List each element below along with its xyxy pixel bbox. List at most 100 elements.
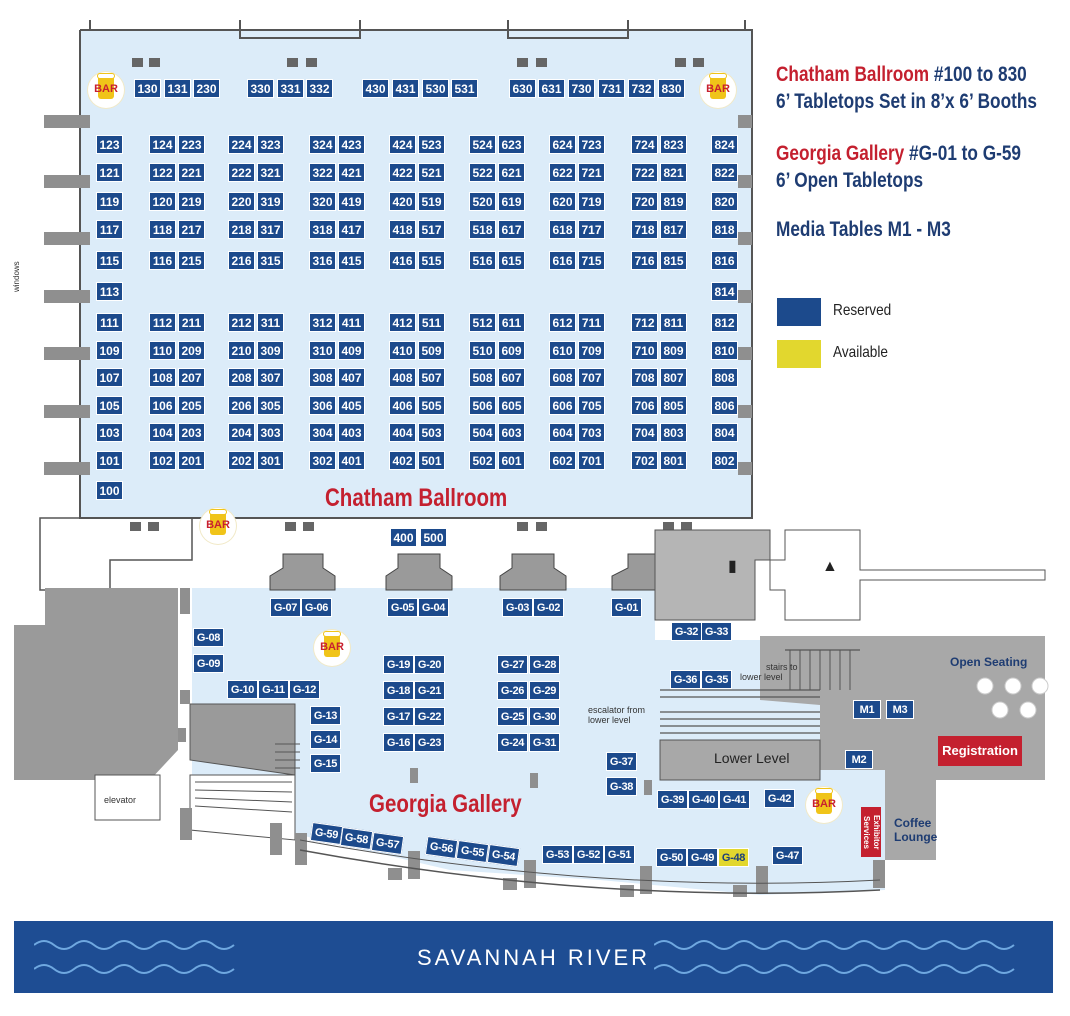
booth-324[interactable]: 324: [309, 135, 336, 154]
booth-707[interactable]: 707: [578, 368, 605, 387]
booth-620[interactable]: 620: [549, 192, 576, 211]
booth-809[interactable]: 809: [660, 341, 687, 360]
booth-819[interactable]: 819: [660, 192, 687, 211]
booth-222[interactable]: 222: [228, 163, 255, 182]
booth-609[interactable]: 609: [498, 341, 525, 360]
booth-113[interactable]: 113: [96, 282, 123, 301]
booth-g-47[interactable]: G-47: [772, 846, 803, 865]
booth-820[interactable]: 820: [711, 192, 738, 211]
booth-g-48[interactable]: G-48: [718, 848, 749, 867]
booth-g-17[interactable]: G-17: [383, 707, 414, 726]
booth-g-24[interactable]: G-24: [497, 733, 528, 752]
booth-g-07[interactable]: G-07: [270, 598, 301, 617]
booth-g-09[interactable]: G-09: [193, 654, 224, 673]
booth-100[interactable]: 100: [96, 481, 123, 500]
booth-400[interactable]: 400: [390, 528, 417, 547]
booth-716[interactable]: 716: [631, 251, 658, 270]
booth-223[interactable]: 223: [178, 135, 205, 154]
booth-g-14[interactable]: G-14: [310, 730, 341, 749]
booth-506[interactable]: 506: [469, 396, 496, 415]
booth-706[interactable]: 706: [631, 396, 658, 415]
booth-812[interactable]: 812: [711, 313, 738, 332]
booth-124[interactable]: 124: [149, 135, 176, 154]
booth-709[interactable]: 709: [578, 341, 605, 360]
booth-g-03[interactable]: G-03: [502, 598, 533, 617]
booth-204[interactable]: 204: [228, 423, 255, 442]
booth-803[interactable]: 803: [660, 423, 687, 442]
booth-g-04[interactable]: G-04: [418, 598, 449, 617]
booth-108[interactable]: 108: [149, 368, 176, 387]
booth-g-33[interactable]: G-33: [701, 622, 732, 641]
booth-105[interactable]: 105: [96, 396, 123, 415]
booth-510[interactable]: 510: [469, 341, 496, 360]
booth-122[interactable]: 122: [149, 163, 176, 182]
booth-g-26[interactable]: G-26: [497, 681, 528, 700]
booth-521[interactable]: 521: [418, 163, 445, 182]
booth-g-20[interactable]: G-20: [414, 655, 445, 674]
booth-220[interactable]: 220: [228, 192, 255, 211]
booth-g-52[interactable]: G-52: [573, 845, 604, 864]
booth-818[interactable]: 818: [711, 220, 738, 239]
booth-601[interactable]: 601: [498, 451, 525, 470]
booth-304[interactable]: 304: [309, 423, 336, 442]
booth-g-30[interactable]: G-30: [529, 707, 560, 726]
booth-208[interactable]: 208: [228, 368, 255, 387]
booth-715[interactable]: 715: [578, 251, 605, 270]
booth-724[interactable]: 724: [631, 135, 658, 154]
booth-g-50[interactable]: G-50: [656, 848, 687, 867]
booth-g-38[interactable]: G-38: [606, 777, 637, 796]
booth-415[interactable]: 415: [338, 251, 365, 270]
booth-215[interactable]: 215: [178, 251, 205, 270]
booth-723[interactable]: 723: [578, 135, 605, 154]
booth-519[interactable]: 519: [418, 192, 445, 211]
booth-801[interactable]: 801: [660, 451, 687, 470]
booth-509[interactable]: 509: [418, 341, 445, 360]
booth-g-23[interactable]: G-23: [414, 733, 445, 752]
booth-g-11[interactable]: G-11: [258, 680, 289, 699]
booth-512[interactable]: 512: [469, 313, 496, 332]
booth-131[interactable]: 131: [164, 79, 191, 98]
booth-500[interactable]: 500: [420, 528, 447, 547]
booth-224[interactable]: 224: [228, 135, 255, 154]
booth-721[interactable]: 721: [578, 163, 605, 182]
booth-717[interactable]: 717: [578, 220, 605, 239]
booth-205[interactable]: 205: [178, 396, 205, 415]
booth-605[interactable]: 605: [498, 396, 525, 415]
booth-619[interactable]: 619: [498, 192, 525, 211]
booth-501[interactable]: 501: [418, 451, 445, 470]
booth-823[interactable]: 823: [660, 135, 687, 154]
booth-309[interactable]: 309: [257, 341, 284, 360]
booth-312[interactable]: 312: [309, 313, 336, 332]
booth-g-27[interactable]: G-27: [497, 655, 528, 674]
booth-g-51[interactable]: G-51: [604, 845, 635, 864]
booth-712[interactable]: 712: [631, 313, 658, 332]
booth-117[interactable]: 117: [96, 220, 123, 239]
booth-310[interactable]: 310: [309, 341, 336, 360]
booth-508[interactable]: 508: [469, 368, 496, 387]
booth-618[interactable]: 618: [549, 220, 576, 239]
booth-702[interactable]: 702: [631, 451, 658, 470]
booth-g-53[interactable]: G-53: [542, 845, 573, 864]
booth-g-12[interactable]: G-12: [289, 680, 320, 699]
booth-311[interactable]: 311: [257, 313, 284, 332]
booth-g-02[interactable]: G-02: [533, 598, 564, 617]
booth-409[interactable]: 409: [338, 341, 365, 360]
booth-320[interactable]: 320: [309, 192, 336, 211]
booth-g-21[interactable]: G-21: [414, 681, 445, 700]
booth-402[interactable]: 402: [389, 451, 416, 470]
booth-m3[interactable]: M3: [886, 700, 914, 719]
booth-m1[interactable]: M1: [853, 700, 881, 719]
booth-218[interactable]: 218: [228, 220, 255, 239]
booth-718[interactable]: 718: [631, 220, 658, 239]
booth-g-19[interactable]: G-19: [383, 655, 414, 674]
booth-130[interactable]: 130: [134, 79, 161, 98]
booth-m2[interactable]: M2: [845, 750, 873, 769]
booth-502[interactable]: 502: [469, 451, 496, 470]
booth-230[interactable]: 230: [193, 79, 220, 98]
booth-317[interactable]: 317: [257, 220, 284, 239]
booth-720[interactable]: 720: [631, 192, 658, 211]
booth-523[interactable]: 523: [418, 135, 445, 154]
booth-302[interactable]: 302: [309, 451, 336, 470]
booth-524[interactable]: 524: [469, 135, 496, 154]
booth-116[interactable]: 116: [149, 251, 176, 270]
